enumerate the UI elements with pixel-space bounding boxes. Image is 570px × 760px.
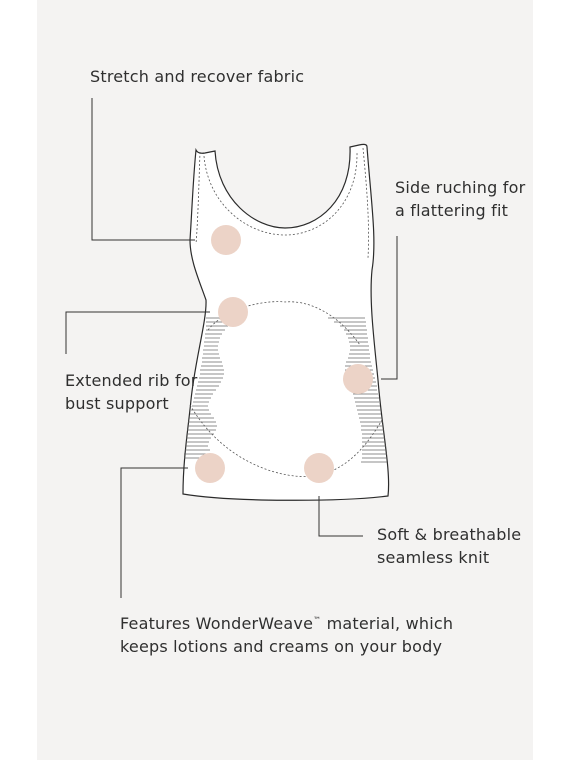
body-knit-line <box>189 404 383 477</box>
callout-rib-line2: bust support <box>65 394 169 413</box>
callout-stretch: Stretch and recover fabric <box>90 65 304 88</box>
leader-wonderweave <box>120 467 188 598</box>
marker-dot-stretch <box>211 225 241 255</box>
left-armhole-trim <box>195 151 201 245</box>
ruching-left <box>184 317 232 459</box>
trademark-symbol: ™ <box>313 615 322 625</box>
marker-dot-rib <box>218 297 248 327</box>
right-armhole-trim <box>362 147 369 259</box>
callout-rib: Extended rib for bust support <box>65 369 198 415</box>
callout-wonderweave-pre: Features WonderWeave <box>120 614 314 633</box>
callout-wonderweave-line2: keeps lotions and creams on your body <box>120 637 443 656</box>
marker-dot-wonderweave <box>195 453 225 483</box>
callout-ruching-line1: Side ruching for <box>395 178 526 197</box>
callout-wonderweave: Features WonderWeave™ material, which ke… <box>120 612 453 658</box>
callout-wonderweave-post: material, which <box>321 614 454 633</box>
neckline-trim <box>203 151 358 236</box>
leader-knit <box>318 496 363 537</box>
callout-stretch-line1: Stretch and recover fabric <box>90 67 305 86</box>
marker-dot-knit <box>304 453 334 483</box>
callout-ruching: Side ruching for a flattering fit <box>395 176 525 222</box>
callout-rib-line1: Extended rib for <box>65 371 198 390</box>
callout-wonderweave-line1: Features WonderWeave™ material, which <box>120 612 453 635</box>
leader-ruching <box>381 236 398 380</box>
marker-dot-ruching <box>343 364 373 394</box>
callout-knit-line1: Soft & breathable <box>377 525 522 544</box>
callout-knit-line2: seamless knit <box>377 548 490 567</box>
leader-rib <box>65 311 210 354</box>
callout-ruching-line2: a flattering fit <box>395 201 509 220</box>
callout-knit: Soft & breathable seamless knit <box>377 523 521 569</box>
leader-stretch <box>91 98 195 241</box>
